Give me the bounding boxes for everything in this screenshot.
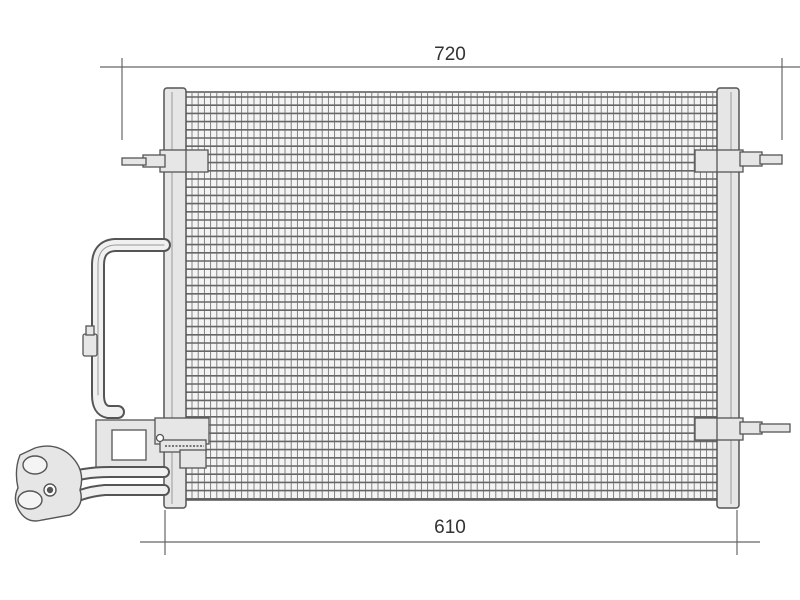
flange-port-lower <box>17 490 43 510</box>
overall-width-dimension <box>100 58 800 140</box>
valve-body <box>82 333 98 357</box>
pipe-outline <box>91 238 171 419</box>
bracket-tab <box>739 421 763 435</box>
flange-bolt-center <box>46 486 54 494</box>
service-valve <box>82 325 98 357</box>
bracket-plate <box>694 149 744 173</box>
pipe-fill <box>93 240 169 417</box>
connector-block <box>95 417 210 473</box>
refrigerant-pipe <box>91 238 171 419</box>
core-width-dimension <box>140 510 760 555</box>
pipe-flange <box>14 445 83 522</box>
core-width-label: 610 <box>434 517 466 538</box>
clamp-bolt-hole <box>155 433 165 443</box>
mounting-bracket-top-left <box>121 149 209 173</box>
mounting-bracket-bottom-right <box>694 417 791 441</box>
condenser-core <box>184 91 719 501</box>
right-tank-body <box>716 87 740 509</box>
pipe-centerline <box>97 244 165 396</box>
valve-cap <box>85 325 95 336</box>
bracket-plate <box>694 417 744 441</box>
bracket-tab <box>739 151 763 167</box>
block-window <box>111 429 147 461</box>
block-clamp-lower <box>179 449 207 469</box>
bracket-plate <box>159 149 209 173</box>
bracket-pin <box>121 157 147 166</box>
flange-port-upper <box>22 455 48 475</box>
core-frame <box>184 91 719 501</box>
mounting-bracket-top-right <box>694 149 783 173</box>
bracket-pin <box>759 154 783 165</box>
overall-width-label: 720 <box>434 44 466 65</box>
left-tank-body <box>163 87 187 509</box>
bracket-pin <box>759 423 791 433</box>
